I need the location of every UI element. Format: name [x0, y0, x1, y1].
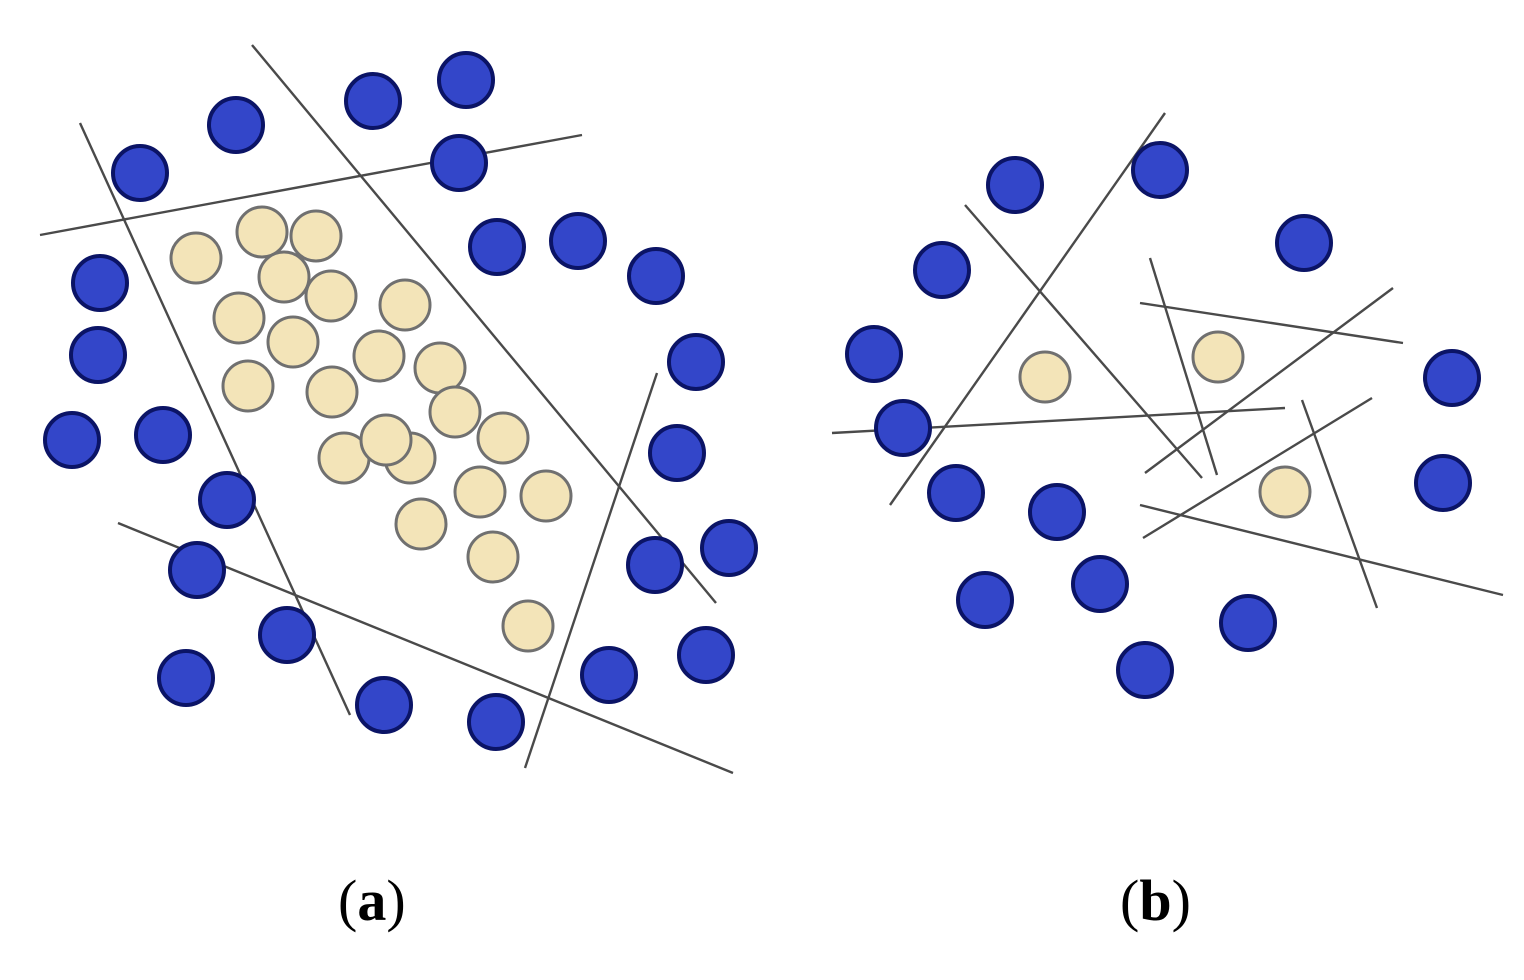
panel-a-blue-dot-4: [111, 144, 169, 202]
panel-a-blue-dot-21: [157, 649, 215, 707]
panel-b-cut-line-2: [964, 204, 1203, 479]
panel-b-cut-line-4: [1148, 257, 1219, 476]
panel-a-cream-dot-21: [466, 530, 520, 584]
panel-b-cut-line-8: [1142, 396, 1373, 540]
panel-a: [39, 44, 758, 775]
panel-a-blue-dot-6: [468, 218, 526, 276]
panel-a-blue-dot-10: [69, 326, 127, 384]
panel-a-blue-dot-18: [626, 536, 684, 594]
panel-a-blue-dot-8: [627, 247, 685, 305]
panel-a-label-letter: a: [357, 868, 387, 933]
panel-b-blue-dot-13: [1219, 594, 1277, 652]
panel-a-cream-dot-20: [394, 497, 448, 551]
panel-b-blue-dot-2: [1131, 141, 1189, 199]
panel-a-cream-dot-10: [413, 341, 467, 395]
panel-a-cream-dot-2: [289, 209, 343, 263]
panel-a-blue-dot-7: [549, 212, 607, 270]
panel-b-blue-dot-14: [1116, 641, 1174, 699]
panel-a-blue-dot-11: [667, 333, 725, 391]
panel-a-blue-dot-17: [168, 541, 226, 599]
panel-b-label: (b): [1120, 872, 1191, 930]
panel-a-cream-dot-11: [221, 359, 275, 413]
panel-a-blue-dot-24: [467, 693, 525, 751]
panel-a-cream-dot-5: [304, 269, 358, 323]
panel-b-label-close: ): [1171, 868, 1191, 933]
panel-a-blue-dot-20: [677, 626, 735, 684]
panel-b-label-letter: b: [1139, 868, 1172, 933]
panel-a-blue-dot-14: [648, 424, 706, 482]
panel-a-cream-dot-8: [266, 315, 320, 369]
panel-b-blue-dot-3: [1275, 214, 1333, 272]
panel-b-blue-dot-8: [927, 464, 985, 522]
panel-b-blue-dot-6: [1423, 349, 1481, 407]
panel-a-blue-dot-13: [134, 406, 192, 464]
panel-a-blue-dot-15: [198, 471, 256, 529]
panel-a-cream-dot-13: [428, 385, 482, 439]
panel-a-cream-dot-3: [169, 231, 223, 285]
panel-a-blue-dot-12: [43, 411, 101, 469]
panel-b-cut-line-6: [1144, 287, 1394, 474]
panel-b-blue-dot-9: [1028, 483, 1086, 541]
panel-a-blue-dot-19: [258, 606, 316, 664]
panel-b-blue-dot-10: [1414, 454, 1472, 512]
panel-a-blue-dot-3: [437, 51, 495, 109]
panel-b-cream-dot-3: [1258, 465, 1312, 519]
panel-a-blue-dot-5: [430, 134, 488, 192]
panel-a-blue-dot-1: [207, 96, 265, 154]
panel-a-blue-dot-22: [580, 646, 638, 704]
panel-b-cut-line-7: [1300, 399, 1379, 609]
panel-a-cut-line-2: [39, 133, 583, 237]
panel-b-cut-line-5: [1139, 301, 1404, 345]
panel-b: [831, 112, 1504, 699]
panel-a-label: (a): [338, 872, 406, 930]
panel-b-blue-dot-4: [913, 241, 971, 299]
panel-a-cream-dot-1: [235, 205, 289, 259]
panel-b-blue-dot-11: [956, 571, 1014, 629]
panel-b-cream-dot-2: [1191, 330, 1245, 384]
panel-a-cream-dot-18: [453, 465, 507, 519]
panel-b-blue-dot-1: [986, 156, 1044, 214]
panel-a-blue-dot-2: [344, 72, 402, 130]
panel-a-blue-dot-16: [700, 519, 758, 577]
panel-a-cut-line-3: [251, 44, 717, 604]
panel-b-cream-dot-1: [1018, 350, 1072, 404]
panel-a-blue-dot-9: [71, 254, 129, 312]
panel-b-blue-dot-5: [845, 325, 903, 383]
panel-b-cut-line-1: [889, 112, 1166, 506]
panel-a-cream-dot-7: [378, 278, 432, 332]
panel-a-cream-dot-6: [212, 291, 266, 345]
panel-a-cream-dot-9: [352, 329, 406, 383]
panel-b-label-open: (: [1120, 868, 1140, 933]
panel-b-cut-line-9: [1139, 503, 1504, 597]
panel-b-blue-dot-12: [1071, 555, 1129, 613]
panel-a-label-open: (: [338, 868, 358, 933]
panel-a-cream-dot-12: [305, 365, 359, 419]
panel-a-cream-dot-4: [257, 250, 311, 304]
panel-a-cream-dot-19: [519, 469, 573, 523]
panel-b-blue-dot-7: [874, 399, 932, 457]
panel-a-label-close: ): [386, 868, 406, 933]
panel-a-cut-line-5: [523, 372, 659, 769]
panel-a-cream-dot-17: [359, 413, 413, 467]
panel-a-cream-dot-22: [501, 599, 555, 653]
panel-a-cream-dot-14: [476, 411, 530, 465]
panel-a-blue-dot-23: [355, 676, 413, 734]
